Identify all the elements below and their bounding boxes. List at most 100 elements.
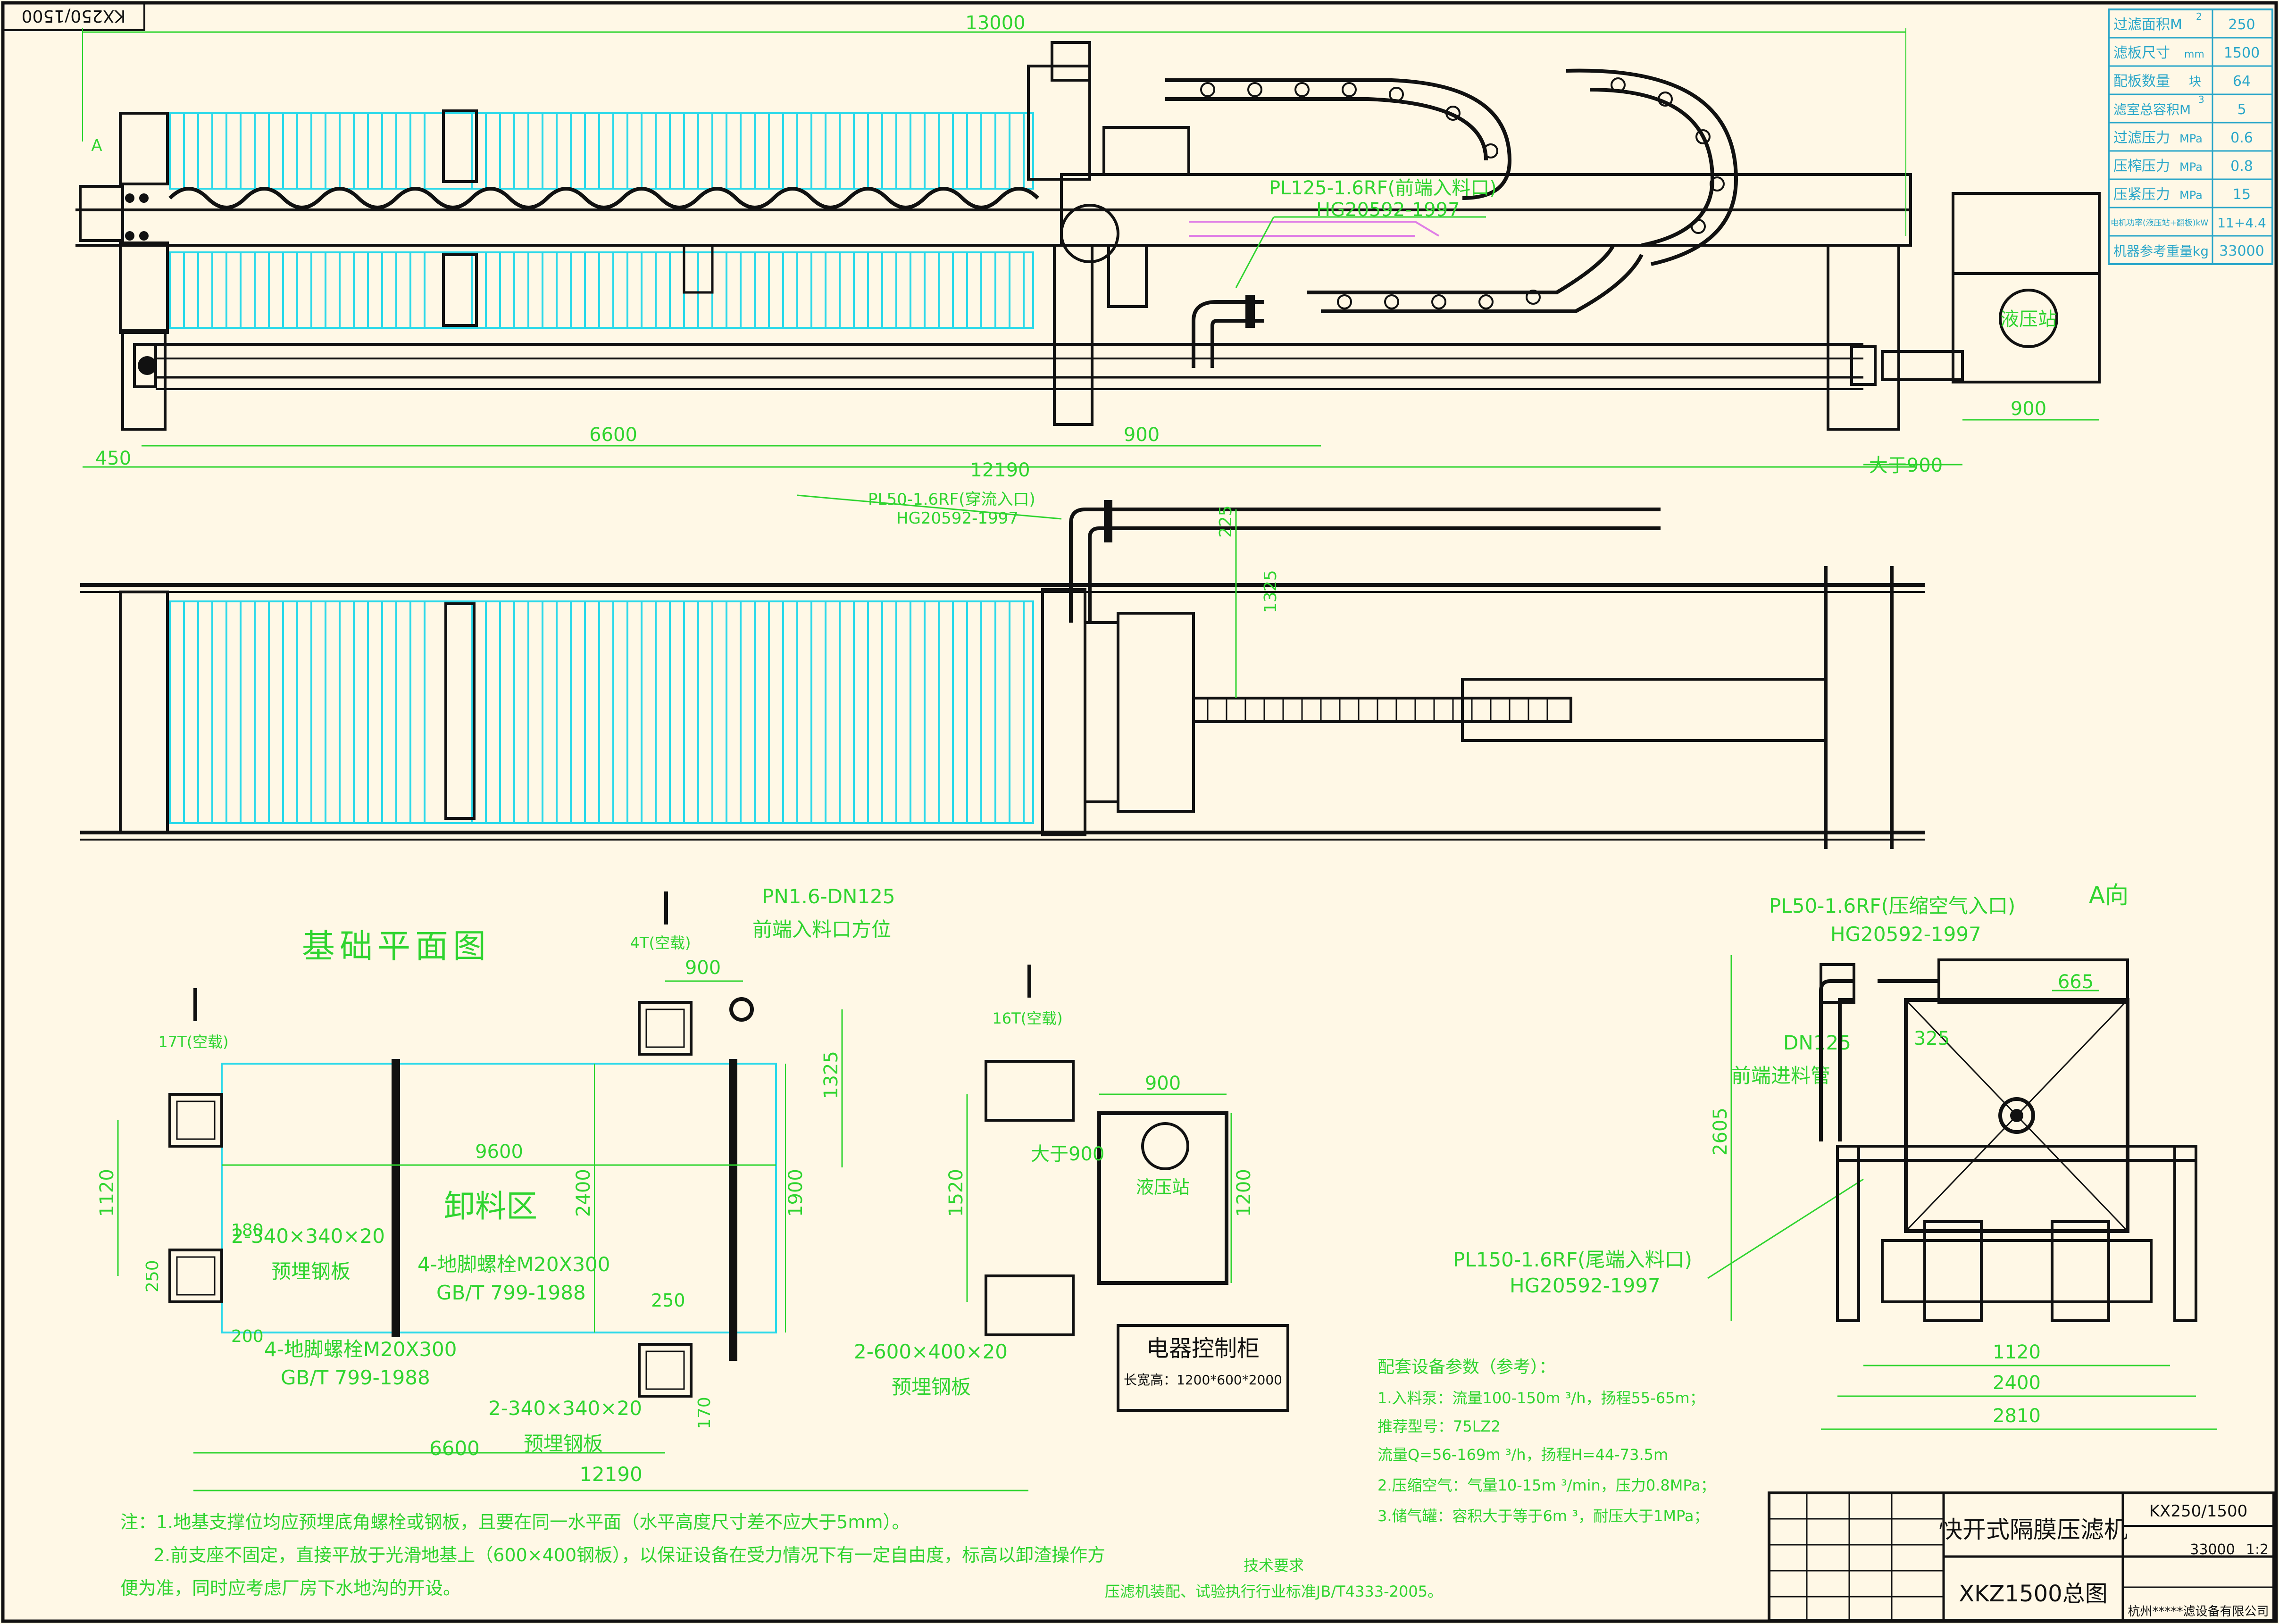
svg-text:块: 块 (2189, 75, 2201, 89)
hydraulic-station-plan (1097, 1111, 1228, 1285)
wash-inlet-label: PL50-1.6RF(穿流入口) (868, 490, 1035, 509)
dim-180: 180 (231, 1221, 264, 1240)
dim-6600-found: 6600 (429, 1437, 480, 1460)
dim-450: 450 (95, 448, 131, 469)
control-cabinet (1117, 1324, 1289, 1412)
svg-text:电机功率(液压站+翻板)kW: 电机功率(液压站+翻板)kW (2111, 218, 2208, 228)
dim-325: 325 (1914, 1028, 1950, 1049)
plate-spec-3b: 预埋钢板 (892, 1375, 971, 1399)
spec-row: 电机功率(液压站+翻板)kW 11+4.4 (2111, 215, 2266, 231)
svg-text:250: 250 (2228, 17, 2255, 33)
svg-text:压榨压力: 压榨压力 (2113, 158, 2170, 175)
plate-spec-3: 2-600×400×20 (854, 1340, 1008, 1363)
svg-text:机器参考重量kg: 机器参考重量kg (2113, 243, 2209, 259)
stamp-text: KX250/1500 (22, 6, 126, 25)
dim-2605: 2605 (1710, 1108, 1731, 1156)
hydraulic-station-label: 液压站 (2000, 308, 2057, 330)
dim-200: 200 (231, 1327, 264, 1346)
filter-plates-lower (169, 251, 1034, 329)
side-view-a: A向 PL50-1.6RF(压缩空气入口) HG20592-1997 DN125… (1453, 882, 2217, 1430)
dn125-desc: 前端进料管 (1731, 1064, 1830, 1087)
dim-900-station: 900 (1145, 1073, 1181, 1094)
side-view-title: A向 (2089, 882, 2129, 909)
dim-250-right: 250 (651, 1290, 685, 1311)
svg-text:3: 3 (2198, 94, 2204, 105)
front-inlet-label: PL125-1.6RF(前端入料口) (1269, 177, 1497, 199)
svg-text:0.8: 0.8 (2230, 158, 2253, 175)
control-cabinet-size: 长宽高：1200*600*2000 (1124, 1372, 1282, 1388)
dim-900-found: 900 (685, 957, 721, 979)
dim-1325-plan: 1325 (1261, 570, 1280, 613)
dim-2400-found: 2400 (573, 1169, 594, 1217)
dim-1200: 1200 (1233, 1169, 1255, 1217)
plan-plates (169, 600, 1034, 824)
svg-text:mm: mm (2184, 49, 2204, 60)
dim-900-top: 900 (1124, 424, 1160, 446)
dim-225: 225 (1216, 505, 1236, 538)
load-4t: 4T(空载) (630, 934, 691, 952)
svg-text:配板数量: 配板数量 (2113, 73, 2170, 90)
foundation-plan: 基础平面图 17T(空载) 4T(空载) 16T(空载) PN1.6-DN125… (96, 885, 1289, 1491)
svg-text:MPa: MPa (2179, 132, 2203, 145)
dim-665: 665 (2058, 971, 2094, 993)
bolt-spec-2: 4-地脚螺栓M20X300 (264, 1338, 457, 1361)
params-line: 推荐型号：75LZ2 (1377, 1417, 1501, 1435)
title-block-company: 杭州*****滤设备有限公司 (2128, 1605, 2269, 1619)
note-line-2: 2.前支座不固定，直接平放于光滑地基上（600×400钢板），以保证设备在受力情… (153, 1545, 1105, 1566)
tech-requirements-title: 技术要求 (1244, 1557, 1304, 1574)
svg-text:过滤面积M: 过滤面积M (2113, 17, 2182, 33)
title-block-name: 快开式隔膜压滤机 (1939, 1516, 2128, 1543)
dim-1520: 1520 (945, 1169, 967, 1217)
wash-inlet-standard: HG20592-1997 (896, 509, 1018, 528)
bolt-spec-2b: GB/T 799-1988 (281, 1366, 430, 1389)
svg-text:5: 5 (2237, 101, 2246, 118)
control-cabinet-label: 电器控制柜 (1146, 1335, 1260, 1362)
spec-table: 过滤面积M 2 250 滤板尺寸 mm 1500 配板数量 块 64 滤室总容积… (2108, 8, 2273, 265)
svg-text:15: 15 (2233, 186, 2251, 203)
svg-text:64: 64 (2233, 73, 2251, 90)
svg-text:2: 2 (2196, 11, 2202, 22)
dim-1900: 1900 (785, 1169, 807, 1217)
plate-spec-2b: 预埋钢板 (524, 1432, 603, 1455)
note-line-3: 便为准，同时应考虑厂房下水地沟的开设。 (120, 1578, 461, 1599)
svg-text:压紧压力: 压紧压力 (2113, 186, 2170, 203)
equipment-params: 配套设备参数（参考）： 1.入料泵：流量100-150m ³/h，扬程55-65… (1377, 1357, 1716, 1525)
top-elevation-view: 液压站 13000 450 6600 900 12190 大于900 900 A… (75, 12, 2101, 481)
plate-spec-1b: 预埋钢板 (271, 1260, 351, 1283)
svg-text:滤板尺寸: 滤板尺寸 (2113, 45, 2170, 61)
dim-more-900: 大于900 (1031, 1143, 1104, 1165)
svg-text:MPa: MPa (2179, 160, 2203, 174)
params-line: 2.压缩空气：气量10-15m ³/min，压力0.8MPa； (1377, 1476, 1716, 1494)
dim-6600: 6600 (589, 424, 637, 446)
dim-12190-found: 12190 (579, 1463, 643, 1486)
dim-gap-900: 大于900 (1869, 455, 1943, 476)
svg-text:滤室总容积M: 滤室总容积M (2113, 102, 2191, 117)
spec-row: 压榨压力 MPa 0.8 (2113, 158, 2253, 175)
foundation-title: 基础平面图 (302, 927, 491, 966)
front-inlet-standard: HG20592-1997 (1316, 199, 1460, 221)
dim-2810: 2810 (1993, 1405, 2041, 1427)
svg-text:11+4.4: 11+4.4 (2217, 215, 2266, 231)
tech-requirements-body: 压滤机装配、试验执行行业标准JB/T4333-2005。 (1105, 1582, 1443, 1600)
side-a-marker: A (91, 136, 102, 155)
plate-spec-1: 2-340×340×20 (231, 1224, 385, 1248)
note-line-1: 注：1.地基支撑位均应预埋底角螺栓或钢板，且要在同一水平面（水平高度尺寸差不应大… (120, 1512, 910, 1532)
dim-2400-side: 2400 (1993, 1372, 2041, 1394)
notes: 注：1.地基支撑位均应预埋底角螺栓或钢板，且要在同一水平面（水平高度尺寸差不应大… (120, 1512, 1443, 1600)
pn-label: PN1.6-DN125 (762, 885, 895, 908)
svg-text:过滤压力: 过滤压力 (2113, 130, 2170, 146)
plan-view: PL50-1.6RF(穿流入口) HG20592-1997 225 1325 (80, 490, 1925, 849)
plate-spec-2: 2-340×340×20 (488, 1397, 642, 1420)
pn-position: 前端入料口方位 (752, 918, 891, 941)
hydraulic-station-plan-label: 液压站 (1136, 1177, 1190, 1198)
bolt-spec-1b: GB/T 799-1988 (436, 1281, 586, 1304)
title-block-weight: 33000 (2190, 1541, 2235, 1558)
spec-row: 配板数量 块 64 (2113, 73, 2251, 90)
svg-text:0.6: 0.6 (2230, 130, 2253, 146)
spec-row: 机器参考重量kg 33000 (2113, 243, 2264, 259)
title-block-drawing: XKZ1500总图 (1959, 1581, 2107, 1607)
params-title: 配套设备参数（参考）： (1377, 1357, 1556, 1377)
params-line: 3.储气罐：容积大于等于6m ³，耐压大于1MPa； (1377, 1507, 1709, 1525)
